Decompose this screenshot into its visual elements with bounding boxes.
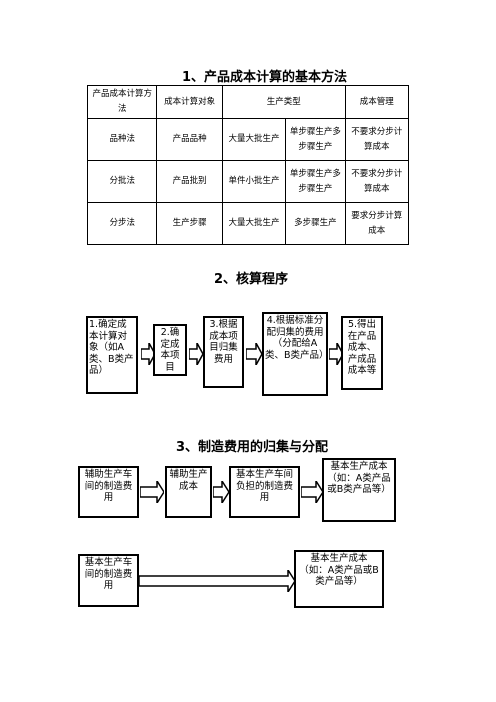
arrow-right-icon [329, 343, 343, 365]
process-step-3: 3.根据成本项目归集费用 [203, 316, 244, 388]
allocation-box-text: 辅助生产成本 [169, 469, 208, 492]
cell-method: 分步法 [86, 202, 158, 245]
process-step-1-text: 1.确定成本计算对象（如A类、B类产品） [89, 319, 134, 376]
process-step-5-text: 5.得出在产品成本、产成品成本等 [347, 319, 377, 376]
arrow-right-icon [140, 481, 164, 503]
header-type: 生产类型 [221, 85, 346, 119]
cost-methods-table: 产品成本计算方法 成本计算对象 生产类型 成本管理 品种法 产品品种 大量大批生… [86, 85, 410, 245]
cell-steps: 单步骤生产多步骤生产 [285, 118, 346, 161]
process-step-1: 1.确定成本计算对象（如A类、B类产品） [86, 316, 138, 394]
process-step-5: 5.得出在产品成本、产成品成本等 [341, 316, 383, 390]
cell-scale: 单件小批生产 [221, 160, 287, 203]
cell-object: 产品批别 [156, 160, 223, 203]
arrow-right-icon [189, 343, 203, 365]
arrow-right-icon [213, 481, 229, 503]
table-row: 品种法 产品品种 大量大批生产 单步骤生产多步骤生产 不要求分步计算成本 [86, 118, 410, 161]
allocation-box-aux-cost: 辅助生产成本 [165, 466, 212, 518]
cell-method: 分批法 [86, 160, 158, 203]
table-header-row: 产品成本计算方法 成本计算对象 生产类型 成本管理 [86, 85, 410, 119]
cell-scale: 大量大批生产 [221, 118, 287, 161]
allocation-box-text: 基本生产车间的制造费用 [84, 557, 133, 591]
allocation-box-text: 辅助生产车间的制造费用 [84, 469, 133, 503]
cell-steps: 多步骤生产 [285, 202, 346, 245]
allocation-box-text: 基本生产成本（如：A类产品或B类产品等） [299, 553, 379, 587]
table-row: 分步法 生产步骤 大量大批生产 多步骤生产 要求分步计算成本 [86, 202, 410, 245]
header-management: 成本管理 [344, 85, 410, 119]
cell-management: 不要求分步计算成本 [344, 118, 410, 161]
allocation-box-basic-share: 基本生产车间负担的制造费用 [229, 466, 300, 518]
arrow-right-icon [301, 481, 323, 503]
section1-title: 1、产品成本计算的基本方法 [182, 70, 348, 85]
process-step-3-text: 3.根据成本项目归集费用 [209, 319, 238, 365]
cell-object: 生产步骤 [156, 202, 223, 245]
cell-scale: 大量大批生产 [221, 202, 287, 245]
arrow-right-icon [246, 343, 262, 365]
allocation-box-text: 基本生产成本（如：A类产品或B类产品等） [327, 461, 391, 495]
cell-steps: 单步骤生产多步骤生产 [285, 160, 346, 203]
process-step-2-text: 2.确定成本项目 [160, 327, 180, 373]
arrow-right-icon [139, 570, 295, 592]
table-row: 分批法 产品批别 单件小批生产 单步骤生产多步骤生产 不要求分步计算成本 [86, 160, 410, 203]
arrow-right-icon [141, 343, 155, 365]
header-object: 成本计算对象 [156, 85, 223, 119]
cell-method: 品种法 [86, 118, 158, 161]
process-step-4: 4.根据标准分配归集的费用（分配给A类、B类产品） [262, 312, 328, 396]
allocation-box-text: 基本生产车间负担的制造费用 [235, 469, 293, 503]
cell-management: 不要求分步计算成本 [344, 160, 410, 203]
allocation-box-basic-cost: 基本生产成本（如：A类产品或B类产品等） [322, 458, 396, 522]
cell-object: 产品品种 [156, 118, 223, 161]
header-method: 产品成本计算方法 [86, 85, 158, 119]
section2-title: 2、核算程序 [214, 272, 289, 287]
section3-title: 3、制造费用的归集与分配 [176, 440, 329, 455]
allocation-box-basic-cost-2: 基本生产成本（如：A类产品或B类产品等） [294, 550, 384, 608]
process-step-4-text: 4.根据标准分配归集的费用（分配给A类、B类产品） [265, 315, 328, 361]
cell-management: 要求分步计算成本 [344, 202, 410, 245]
allocation-box-basic-overhead: 基本生产车间的制造费用 [78, 554, 139, 607]
allocation-box-aux-overhead: 辅助生产车间的制造费用 [78, 466, 139, 518]
process-step-2: 2.确定成本项目 [153, 324, 187, 376]
